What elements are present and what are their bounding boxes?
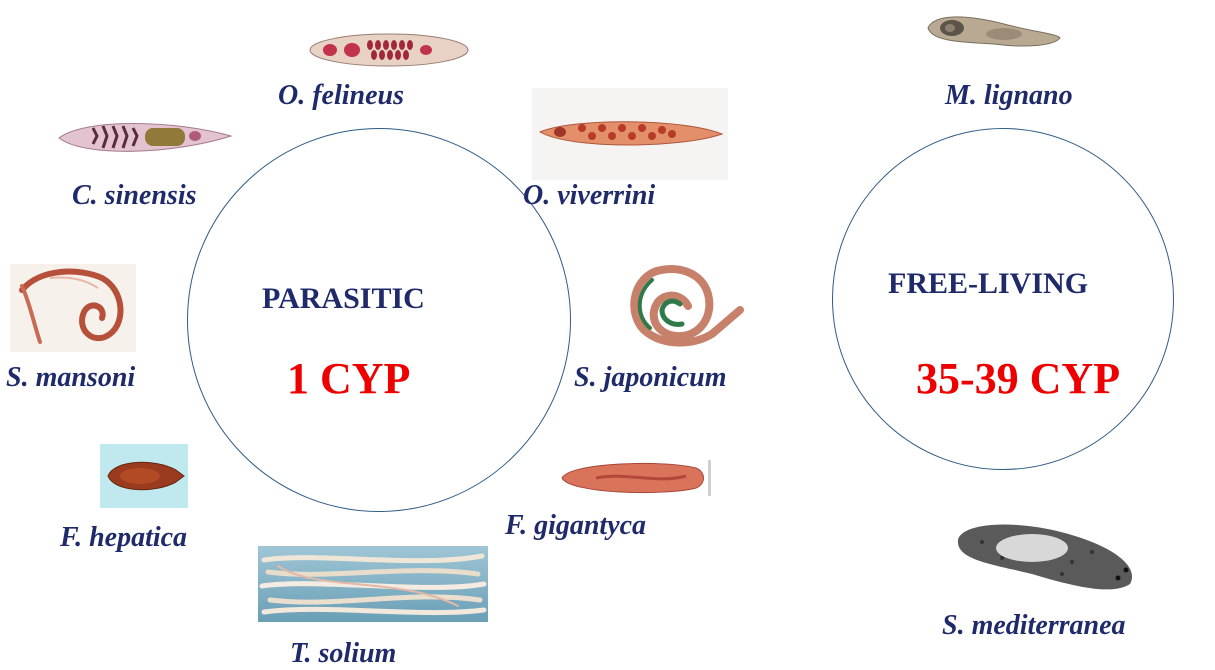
species-label-c-sinensis: C. sinensis: [72, 182, 197, 210]
parasitic-count: 1 CYP: [287, 357, 410, 401]
s-mediterranea-specimen-image: [952, 512, 1142, 596]
o-viverrini-specimen-image: [532, 88, 728, 180]
species-label-f-gigantyca: F. gigantyca: [505, 512, 646, 540]
species-label-m-lignano: M. lignano: [945, 82, 1073, 110]
parasitic-circle: [187, 128, 571, 512]
species-label-s-japonicum: S. japonicum: [574, 364, 726, 392]
species-label-o-viverrini: O. viverrini: [523, 182, 655, 210]
f-hepatica-specimen-image: [100, 444, 188, 508]
parasitic-heading: PARASITIC: [262, 284, 425, 314]
species-label-s-mediterranea: S. mediterranea: [942, 612, 1126, 640]
t-solium-specimen-image: [258, 546, 488, 622]
species-label-s-mansoni: S. mansoni: [6, 364, 135, 392]
free-living-count: 35-39 CYP: [916, 357, 1120, 401]
species-label-o-felineus: O. felineus: [278, 82, 404, 110]
species-label-f-hepatica: F. hepatica: [60, 524, 187, 552]
species-label-t-solium: T. solium: [290, 640, 396, 668]
o-felineus-specimen-image: [308, 28, 470, 72]
s-mansoni-specimen-image: [10, 264, 136, 352]
free-living-heading: FREE-LIVING: [888, 269, 1088, 299]
c-sinensis-specimen-image: [55, 112, 233, 164]
m-lignano-specimen-image: [924, 8, 1064, 52]
s-japonicum-specimen-image: [622, 254, 744, 354]
f-gigantyca-specimen-image: [556, 454, 714, 502]
